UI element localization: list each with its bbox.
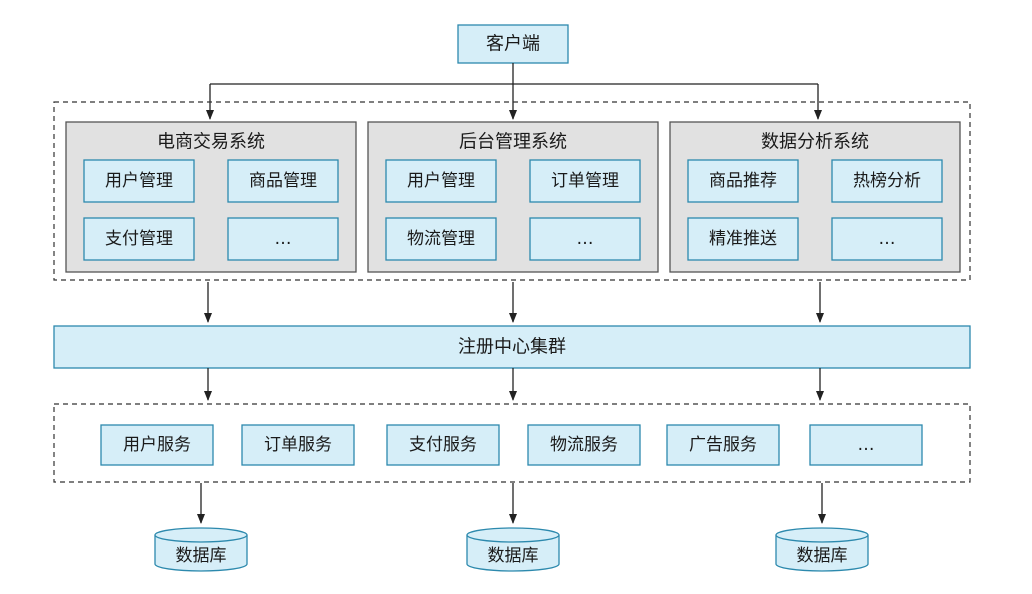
service-label: 订单服务 (264, 435, 332, 455)
module-box (831, 217, 943, 261)
module-box (227, 217, 339, 261)
system-title: 数据分析系统 (761, 132, 869, 153)
module-box (529, 217, 641, 261)
module-label: 订单管理 (551, 171, 619, 191)
module-label: 用户管理 (105, 171, 173, 191)
service-label: … (858, 435, 875, 455)
database-icon (466, 535, 560, 572)
database-1: 数据库 (154, 527, 248, 572)
module-label: … (879, 229, 896, 249)
system-ecommerce: 电商交易系统 用户管理 商品管理 支付管理 … (65, 121, 357, 273)
module-label: 热榜分析 (853, 171, 921, 191)
database-label: 数据库 (488, 546, 539, 566)
service-box (809, 424, 923, 466)
systems-registry-connectors (204, 282, 824, 323)
client-box (457, 24, 569, 64)
service-label: 支付服务 (409, 435, 477, 455)
module-box (831, 159, 943, 203)
module-label: … (577, 229, 594, 249)
services-container (53, 403, 971, 483)
module-box (227, 159, 339, 203)
module-box (385, 159, 497, 203)
module-box (687, 217, 799, 261)
service-label: 广告服务 (689, 435, 757, 455)
services-row: 用户服务 订单服务 支付服务 物流服务 广告服务 … (100, 424, 923, 466)
module-box (83, 217, 195, 261)
module-label: 商品管理 (249, 171, 317, 191)
module-box (385, 217, 497, 261)
service-box (241, 424, 355, 466)
database-2: 数据库 (466, 527, 560, 572)
registry-services-connectors (204, 368, 824, 401)
service-box (386, 424, 500, 466)
database-3: 数据库 (775, 527, 869, 572)
database-label: 数据库 (176, 546, 227, 566)
service-box (527, 424, 641, 466)
registry-box (53, 325, 971, 369)
module-label: … (275, 229, 292, 249)
service-box (100, 424, 214, 466)
database-icon (775, 535, 869, 572)
client-label: 客户端 (486, 34, 540, 55)
module-box (687, 159, 799, 203)
module-label: 物流管理 (407, 229, 475, 249)
module-label: 商品推荐 (709, 171, 777, 191)
client-node: 客户端 (457, 24, 569, 64)
service-label: 物流服务 (550, 435, 618, 455)
service-label: 用户服务 (123, 435, 191, 455)
registry-label: 注册中心集群 (458, 337, 566, 358)
client-connectors (206, 63, 822, 120)
registry-cluster: 注册中心集群 (53, 325, 971, 369)
system-analytics: 数据分析系统 商品推荐 热榜分析 精准推送 … (669, 121, 961, 273)
systems-container (53, 101, 971, 281)
module-box (83, 159, 195, 203)
module-box (529, 159, 641, 203)
module-label: 用户管理 (407, 171, 475, 191)
service-box (666, 424, 780, 466)
database-icon (154, 535, 248, 572)
module-label: 精准推送 (709, 229, 777, 249)
system-backoffice: 后台管理系统 用户管理 订单管理 物流管理 … (367, 121, 659, 273)
system-title: 后台管理系统 (459, 132, 567, 153)
system-title: 电商交易系统 (157, 132, 265, 153)
module-label: 支付管理 (105, 229, 173, 249)
database-label: 数据库 (797, 546, 848, 566)
services-db-connectors (197, 483, 826, 524)
